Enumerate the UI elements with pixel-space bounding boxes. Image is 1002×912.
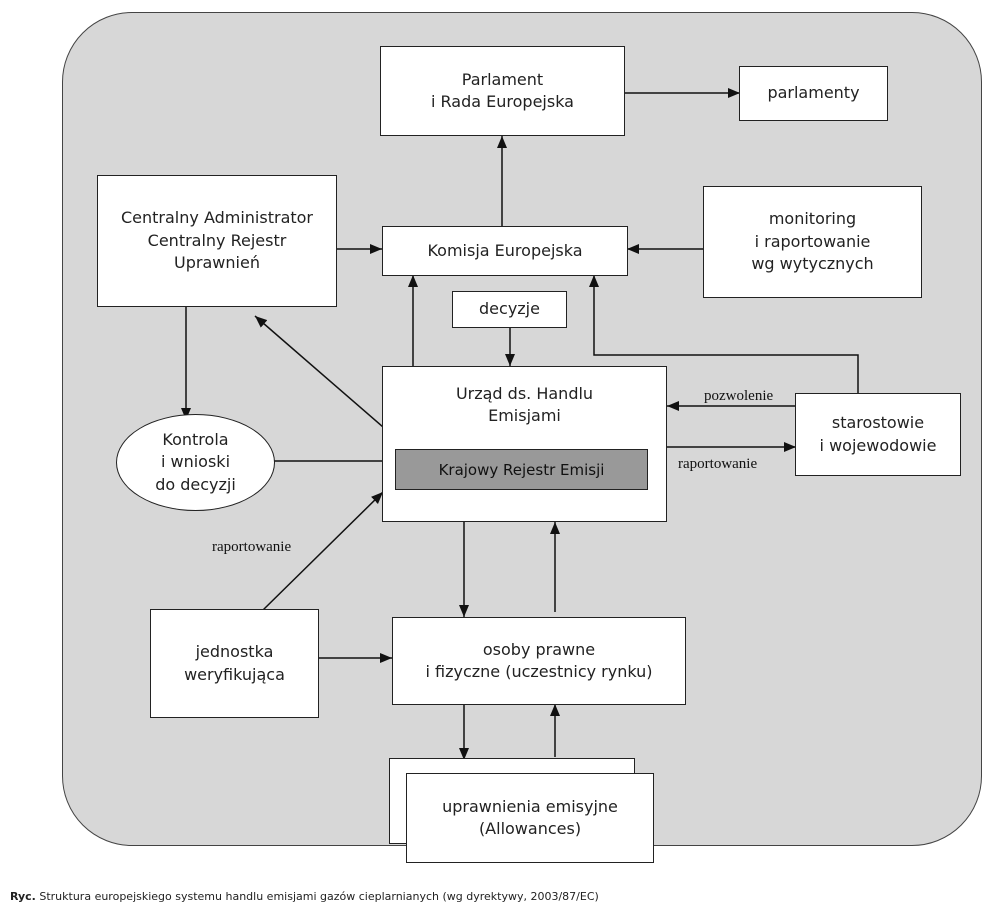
label-pozwolenie: pozwolenie — [704, 388, 774, 404]
node-centralny-administrator: Centralny Administrator Centralny Rejest… — [97, 175, 337, 307]
caption-prefix: Ryc. — [10, 890, 36, 903]
node-urzad: Urząd ds. Handlu Emisjami — [382, 366, 667, 522]
node-starostowie: starostowie i wojewodowie — [795, 393, 961, 476]
node-decyzje: decyzje — [452, 291, 567, 328]
node-komisja-europejska: Komisja Europejska — [382, 226, 628, 276]
caption-text: Struktura europejskiego systemu handlu e… — [39, 890, 599, 903]
node-kontrola: Kontrola i wnioski do decyzji — [116, 414, 275, 511]
label-raportowanie-right: raportowanie — [678, 456, 758, 472]
edge-starostowie-to-komisja — [589, 275, 859, 394]
edge-jednostka-to-urzad — [262, 491, 384, 611]
label-raportowanie-left: raportowanie — [212, 539, 292, 555]
node-parlament: Parlament i Rada Europejska — [380, 46, 625, 136]
node-jednostka: jednostka weryfikująca — [150, 609, 319, 718]
node-monitoring: monitoring i raportowanie wg wytycznych — [703, 186, 922, 298]
figure-caption: Ryc. Struktura europejskiego systemu han… — [10, 890, 599, 903]
node-osoby: osoby prawne i fizyczne (uczestnicy rynk… — [392, 617, 686, 705]
node-krajowy-rejestr-emisji: Krajowy Rejestr Emisji — [395, 449, 648, 490]
node-parlamenty: parlamenty — [739, 66, 888, 121]
node-uprawnienia: uprawnienia emisyjne (Allowances) — [406, 773, 654, 863]
edge-urzad-to-centralny — [254, 315, 407, 448]
